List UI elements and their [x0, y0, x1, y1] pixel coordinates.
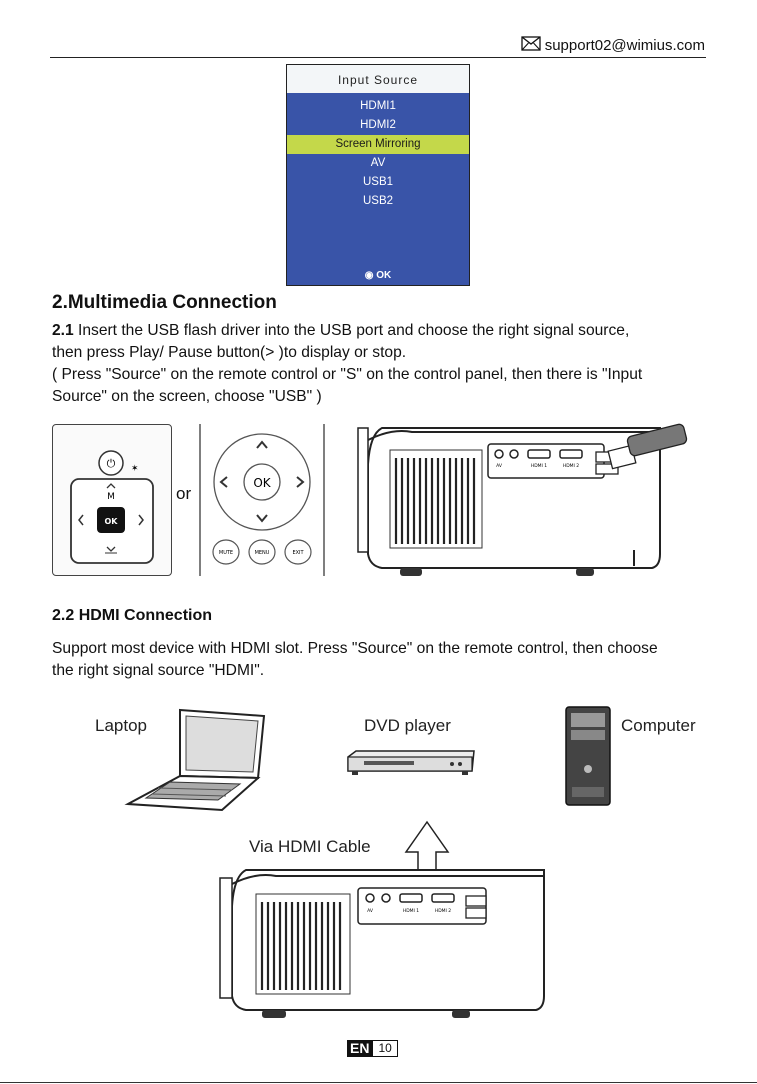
menu-item-hdmi1[interactable]: HDMI1 — [360, 100, 396, 112]
projector-hdmi-illustration: AV HDMI 1 HDMI 2 — [216, 862, 548, 1028]
s21-line1: Insert the USB flash driver into the USB… — [73, 322, 630, 339]
menu-title: Input Source — [287, 65, 469, 93]
section-2-2-title: 2.2 HDMI Connection — [52, 607, 213, 624]
envelope-icon — [521, 36, 541, 55]
menu-item-screen-mirroring[interactable]: Screen Mirroring — [287, 135, 469, 154]
dvd-player-illustration — [344, 747, 478, 779]
dvd-label: DVD player — [364, 716, 451, 735]
menu-item-usb2[interactable]: USB2 — [362, 195, 394, 207]
remote-exit-label: EXIT — [292, 550, 304, 556]
section-2-1-number: 2.1 — [52, 322, 74, 339]
remote-mute-label: MUTE — [219, 550, 233, 556]
port-hdmi2-label: HDMI 2 — [563, 463, 579, 469]
menu-item-hdmi2[interactable]: HDMI2 — [360, 119, 396, 131]
page-footer: EN 10 — [347, 1040, 398, 1057]
s21-line3: ( Press "Source" on the remote control o… — [52, 366, 643, 383]
bottom-border — [0, 1082, 757, 1083]
page-number: 10 — [372, 1040, 398, 1057]
ok-circle-icon: ◉ — [364, 270, 374, 281]
section-2-1-text: 2.1 Insert the USB flash driver into the… — [52, 320, 722, 408]
menu-item-usb1[interactable]: USB1 — [362, 176, 394, 188]
port-hdmi1-label: HDMI 1 — [531, 463, 547, 469]
projector-usb-illustration: AV HDMI 1 HDMI 2 — [352, 414, 700, 584]
input-source-menu: Input Source HDMI1 HDMI2 Screen Mirrorin… — [286, 64, 470, 286]
panel-m-label: M — [107, 492, 115, 502]
computer-illustration — [562, 705, 614, 809]
port2-hdmi1-label: HDMI 1 — [403, 908, 419, 914]
port-av-label: AV — [496, 463, 503, 469]
section-2-2-text: Support most device with HDMI slot. Pres… — [52, 638, 722, 682]
s22-line2: the right signal source "HDMI". — [52, 662, 265, 679]
email-text: support02@wimius.com — [544, 37, 705, 54]
laptop-illustration — [122, 706, 272, 812]
support-email: support02@wimius.com — [521, 36, 705, 55]
menu-ok-label: OK — [376, 270, 392, 281]
section-title: 2.Multimedia Connection — [52, 292, 277, 313]
s21-line4: Source" on the screen, choose "USB" ) — [52, 388, 322, 405]
hdmi-cable-label: Via HDMI Cable — [249, 837, 371, 856]
remote-menu-label: MENU — [255, 550, 270, 556]
remote-control-illustration: OK MUTE MENU EXIT — [196, 424, 328, 576]
language-badge: EN — [347, 1040, 373, 1057]
menu-ok-hint: ◉ OK — [287, 270, 469, 281]
laptop-label: Laptop — [95, 716, 147, 735]
panel-ok-label: OK — [105, 517, 119, 526]
port2-hdmi2-label: HDMI 2 — [435, 908, 451, 914]
svg-text:✶: ✶ — [131, 464, 139, 474]
s21-line2: then press Play/ Pause button(> )to disp… — [52, 344, 407, 361]
or-text: or — [176, 484, 192, 503]
svg-text:⏻: ⏻ — [107, 457, 116, 470]
port2-av-label: AV — [367, 908, 374, 914]
menu-item-av[interactable]: AV — [370, 157, 386, 169]
header-divider — [50, 57, 706, 58]
remote-ok-label: OK — [253, 476, 271, 490]
control-panel-illustration: ⏻ ✶ OK M — [52, 424, 172, 576]
computer-label: Computer — [621, 716, 696, 735]
s22-line1: Support most device with HDMI slot. Pres… — [52, 640, 658, 657]
